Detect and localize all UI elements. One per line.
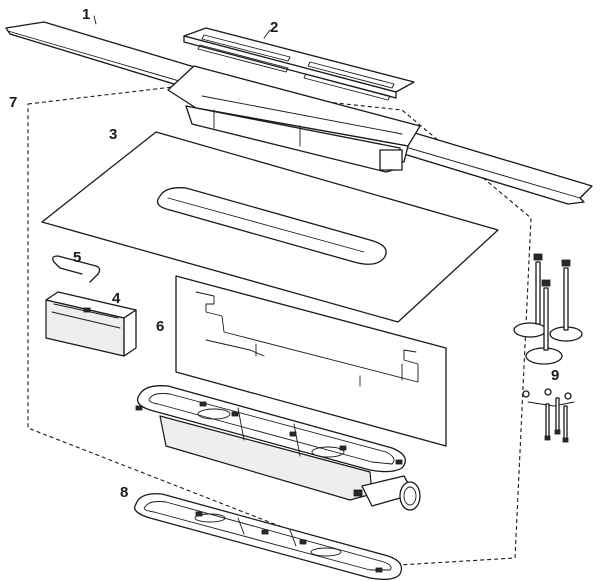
callout-3: 3 [109, 126, 117, 143]
callout-1: 1 [82, 6, 90, 23]
part-3-sealing-membrane [41, 131, 499, 323]
part-9-leveling-feet [513, 253, 583, 443]
leader-lines [93, 15, 271, 39]
drain-box [185, 105, 403, 173]
part-8-gasket-ring [133, 493, 403, 580]
callout-6: 6 [156, 318, 164, 335]
callout-8: 8 [120, 484, 128, 501]
part-4-small-box [45, 291, 137, 357]
part-5-wire-clip [52, 255, 101, 283]
callout-7: 7 [9, 94, 17, 111]
drain-body [135, 385, 421, 511]
callout-2: 2 [270, 19, 278, 36]
callout-9: 9 [551, 367, 559, 384]
callout-4: 4 [112, 290, 121, 307]
callout-5: 5 [73, 249, 81, 266]
part-6-mounting-frame [175, 275, 447, 447]
part-2-grate-insert [183, 27, 415, 101]
